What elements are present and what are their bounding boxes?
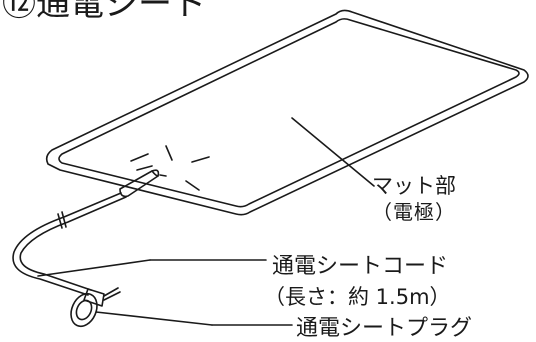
spark-mark xyxy=(165,145,173,161)
spark-mark xyxy=(159,174,167,177)
cord-label: 通電シートコード xyxy=(272,254,449,279)
plug-label: 通電シートプラグ xyxy=(296,316,473,341)
cord-leader-line xyxy=(37,259,151,277)
mat-outer-outline xyxy=(45,9,529,216)
spark-mark xyxy=(185,180,200,191)
spark-mark xyxy=(136,165,153,171)
mat-inner-outline xyxy=(58,18,520,208)
mat-label: マット部 xyxy=(372,174,456,198)
spark-mark xyxy=(130,153,149,162)
mat-leader-line xyxy=(291,117,375,187)
mat-sublabel: （電極） xyxy=(372,200,456,224)
plug-leader-line xyxy=(95,311,213,326)
cord-sublabel: （長さ：約 1.5m） xyxy=(264,285,451,309)
sheet-plug xyxy=(70,287,121,328)
sheet-cord xyxy=(12,192,122,296)
figure-title: ⑫通電シート xyxy=(2,0,206,24)
spark-mark xyxy=(191,156,210,163)
